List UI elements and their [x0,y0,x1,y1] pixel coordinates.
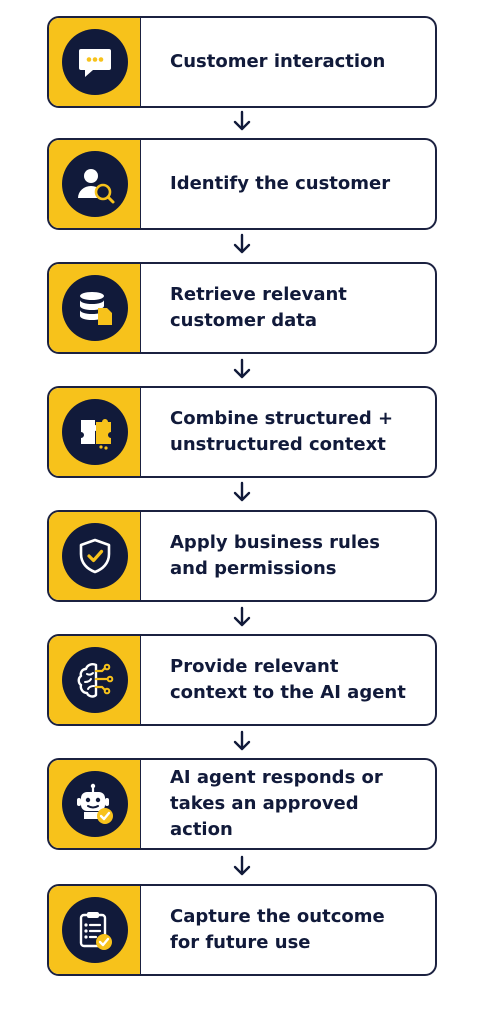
step-icon-band [49,18,141,106]
step-label: Retrieve relevant customer data [170,284,347,331]
step-label: Customer interaction [170,51,386,72]
arrow-down-icon [233,481,251,502]
step-icon-band [49,264,141,352]
step-label: Combine structured + unstructured contex… [170,408,394,455]
arrow-down-icon [233,233,251,254]
step-icon-band [49,140,141,228]
robot-check-icon [61,771,128,837]
arrow-down-icon [233,110,251,131]
step-agent-responds: AI agent responds or takes an approved a… [47,758,437,850]
step-icon-band [49,760,141,848]
step-retrieve-data: Retrieve relevant customer data [47,262,437,354]
clipboard-check-icon [61,897,128,963]
step-label: Provide relevant context to the AI agent [170,656,406,703]
arrow-down-icon [233,606,251,627]
step-business-rules: Apply business rules and permissions [47,510,437,602]
brain-circuit-icon [61,647,128,713]
step-label: Identify the customer [170,173,391,194]
puzzle-icon [61,399,128,465]
step-icon-band [49,388,141,476]
step-identify-customer: Identify the customer [47,138,437,230]
arrow-down-icon [233,358,251,379]
user-search-icon [61,151,128,217]
step-label: Capture the outcome for future use [170,906,385,953]
step-customer-interaction: Customer interaction [47,16,437,108]
step-combine-context: Combine structured + unstructured contex… [47,386,437,478]
step-label: Apply business rules and permissions [170,532,380,579]
arrow-down-icon [233,855,251,876]
step-provide-context: Provide relevant context to the AI agent [47,634,437,726]
arrow-down-icon [233,730,251,751]
step-capture-outcome: Capture the outcome for future use [47,884,437,976]
step-label: AI agent responds or takes an approved a… [170,767,383,840]
step-icon-band [49,636,141,724]
step-icon-band [49,886,141,974]
step-icon-band [49,512,141,600]
chat-bubble-icon [61,29,128,95]
database-document-icon [61,275,128,341]
shield-check-icon [61,523,128,589]
